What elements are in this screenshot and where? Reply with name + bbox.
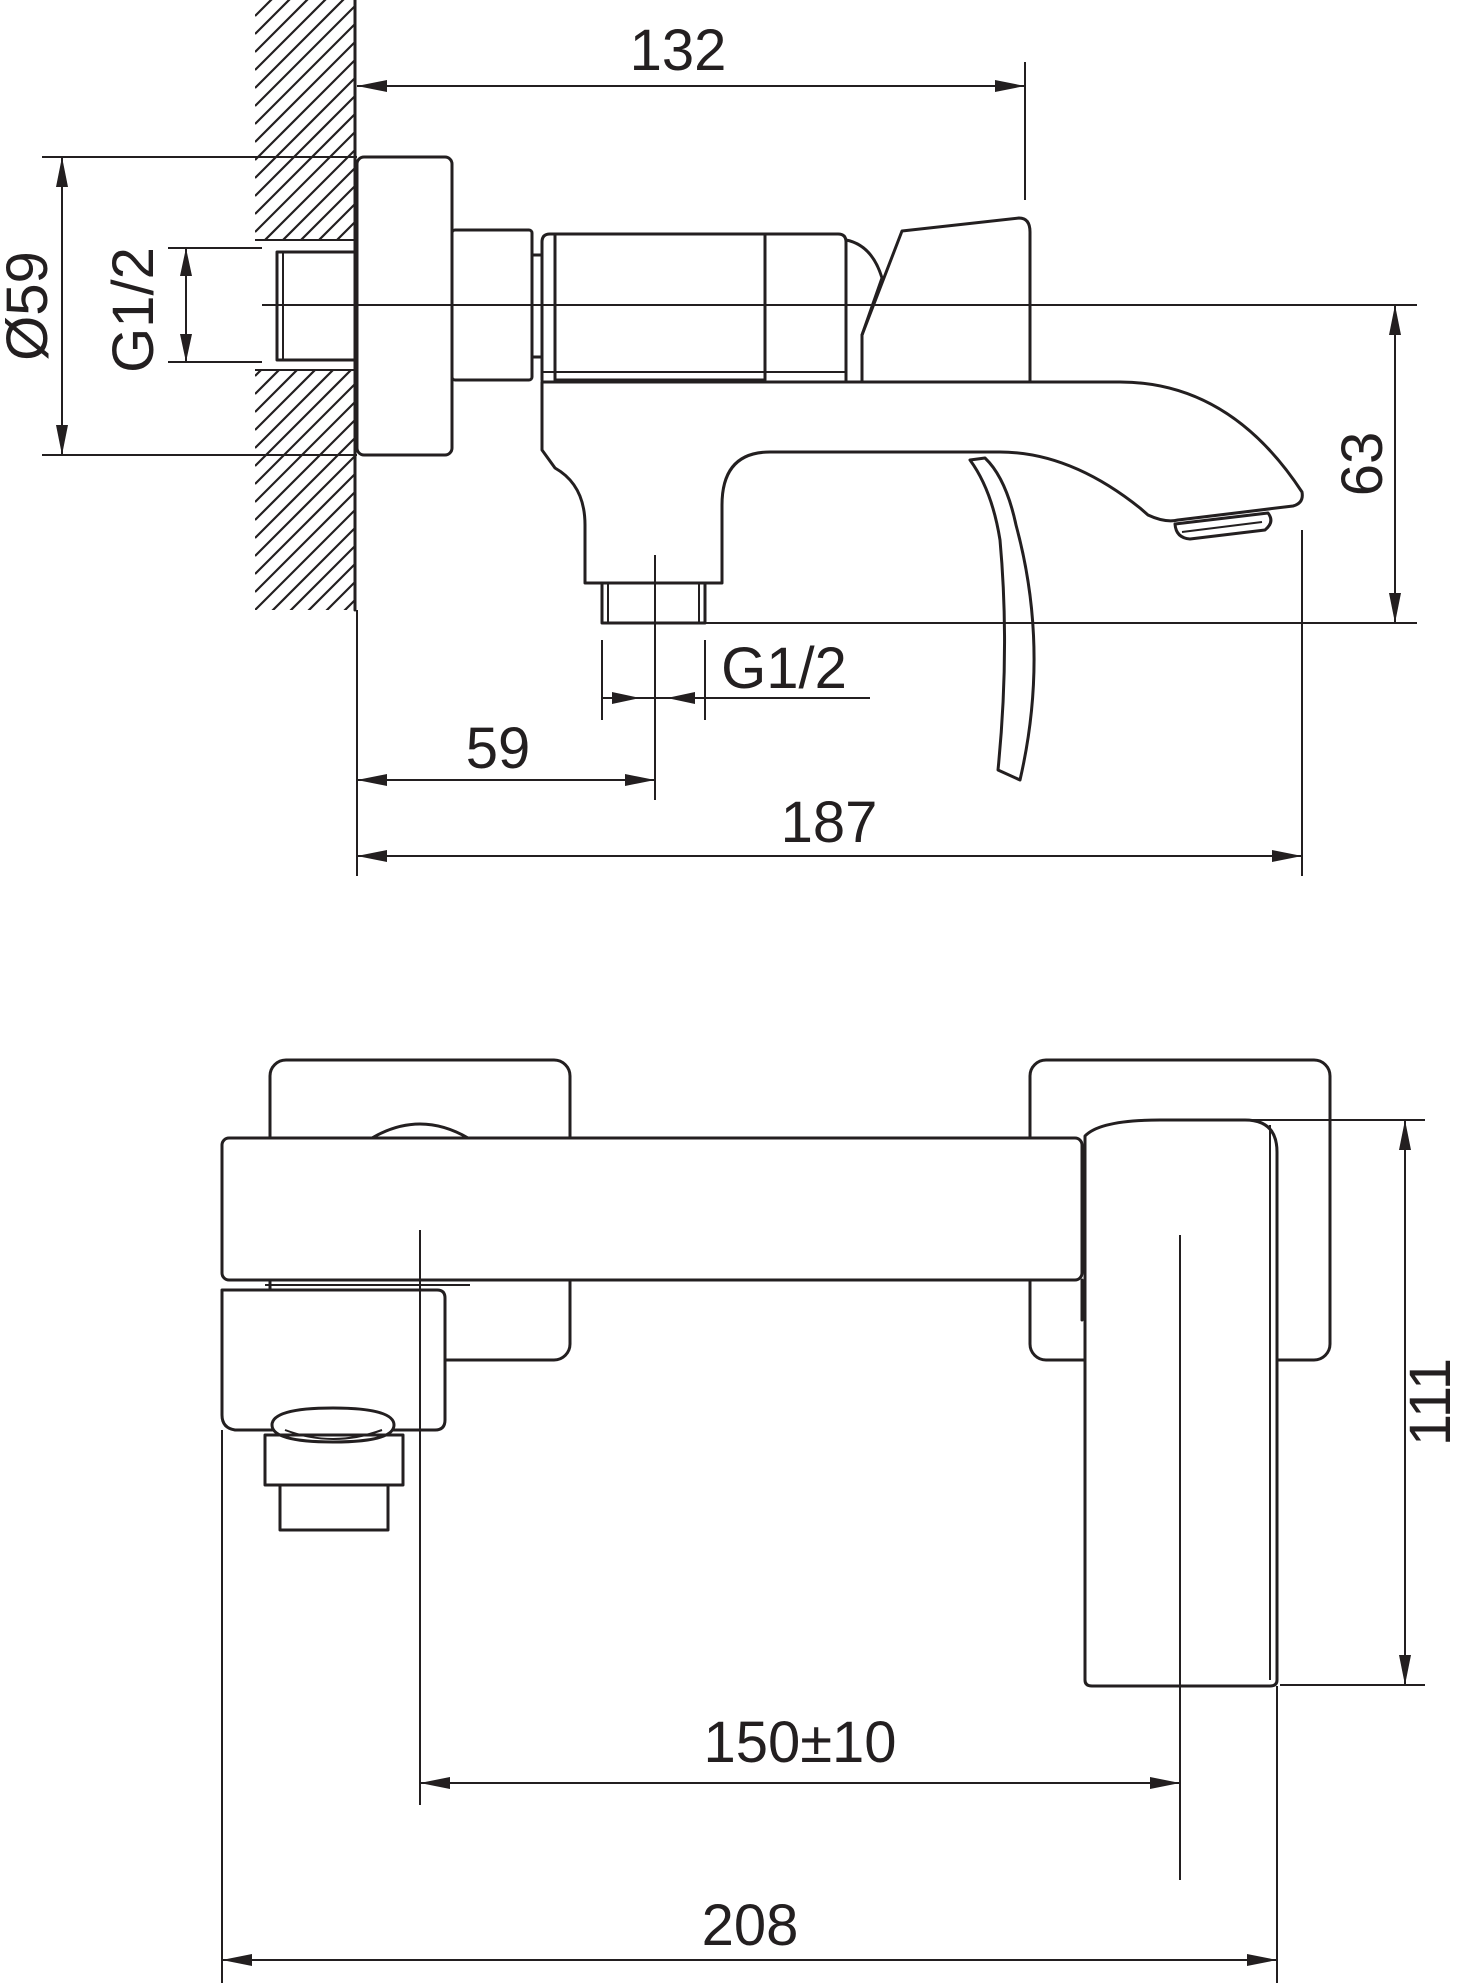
hatch-line (317, 203, 355, 240)
hatch-line (255, 41, 355, 143)
hatch-line (343, 599, 355, 610)
spout-bar (220, 1136, 1084, 1282)
dim-label-187: 187 (781, 790, 878, 855)
aerator (1173, 511, 1273, 541)
valve-body (540, 232, 884, 384)
hatch-line (325, 581, 355, 610)
dim-inlet-thread: G1/2 (101, 247, 262, 373)
dim-label-diameter-59: Ø59 (0, 251, 60, 361)
hatch-line (255, 491, 355, 593)
wall-hatching (255, 0, 357, 790)
hatch-line (255, 383, 355, 485)
dim-total-width: 208 (221, 1430, 1278, 1983)
dim-depth: 111 (1250, 1119, 1463, 1686)
hatch-line (307, 563, 355, 610)
side-view: 132 Ø59 G1/2 63 (0, 0, 1417, 876)
hatch-line (255, 690, 355, 790)
hatch-line (255, 23, 355, 125)
hatch-line (255, 636, 355, 736)
dim-outlet-thread: G1/2 (601, 636, 870, 720)
hatch-line (255, 455, 355, 557)
hatch-line (255, 258, 355, 358)
dim-spout-height: 63 (1330, 305, 1401, 623)
hatch-line (255, 636, 355, 736)
hatch-line (255, 0, 327, 71)
dim-flange-diameter: Ø59 (0, 156, 357, 456)
hatch-line (255, 600, 355, 700)
hatch-line (299, 185, 355, 240)
top-aerator (263, 1406, 405, 1532)
dim-label-59: 59 (466, 716, 531, 781)
outlet-housing (220, 1288, 447, 1432)
dim-label-111: 111 (1398, 1358, 1463, 1446)
hatch-line (255, 690, 355, 790)
outlet-nipple (600, 581, 707, 625)
dim-label-132: 132 (630, 18, 727, 83)
hatch-line (255, 618, 355, 718)
hatch-line (271, 527, 355, 610)
hatch-line (255, 401, 355, 503)
hatch-line (255, 0, 345, 89)
lever-handle (860, 216, 1032, 384)
hatch-line (335, 221, 355, 240)
hatch-line (255, 59, 355, 161)
hatch-line (255, 370, 281, 395)
hatch-line (255, 654, 355, 754)
dim-label-208: 208 (702, 1893, 799, 1958)
hatch-line (255, 618, 355, 718)
hatch-line (353, 239, 355, 240)
hatch-line (255, 0, 355, 52)
dim-outlet-offset: 59 (357, 716, 655, 786)
hatch-line (289, 545, 355, 610)
hatch-line (255, 370, 299, 413)
dim-center-distance: 150±10 (419, 1290, 1180, 1805)
hatch-line (255, 654, 355, 754)
hatch-line (255, 672, 355, 772)
top-view: 111 150±10 208 (220, 1058, 1463, 1983)
hatch-line (255, 370, 335, 449)
hatch-line (255, 0, 355, 34)
hatch-line (255, 509, 355, 610)
hatch-line (255, 672, 355, 772)
hatch-line (255, 240, 355, 340)
dim-label-63: 63 (1330, 432, 1395, 497)
diverter-lever (968, 456, 1036, 782)
hatch-line (255, 113, 355, 215)
hatch-line (255, 5, 355, 107)
hatch-line (255, 131, 355, 233)
hatch-line (255, 370, 353, 467)
dim-label-150: 150±10 (703, 1710, 896, 1775)
hatch-line (255, 258, 355, 358)
hatch-line (255, 0, 291, 35)
hatch-line (255, 77, 355, 179)
hatch-line (255, 0, 355, 70)
hatch-line (281, 167, 355, 240)
hatch-line (263, 149, 355, 240)
hatch-line (255, 370, 317, 431)
hatch-line (255, 473, 355, 575)
hatch-line (255, 419, 355, 521)
dim-total-length: 187 (356, 530, 1303, 876)
dim-top-width: 132 (357, 18, 1026, 200)
dim-label-outlet-g12: G1/2 (721, 636, 847, 701)
hatch-line (255, 95, 355, 197)
hatch-line (255, 0, 309, 53)
spout (540, 380, 1304, 585)
dim-label-inlet-g12: G1/2 (101, 247, 166, 373)
